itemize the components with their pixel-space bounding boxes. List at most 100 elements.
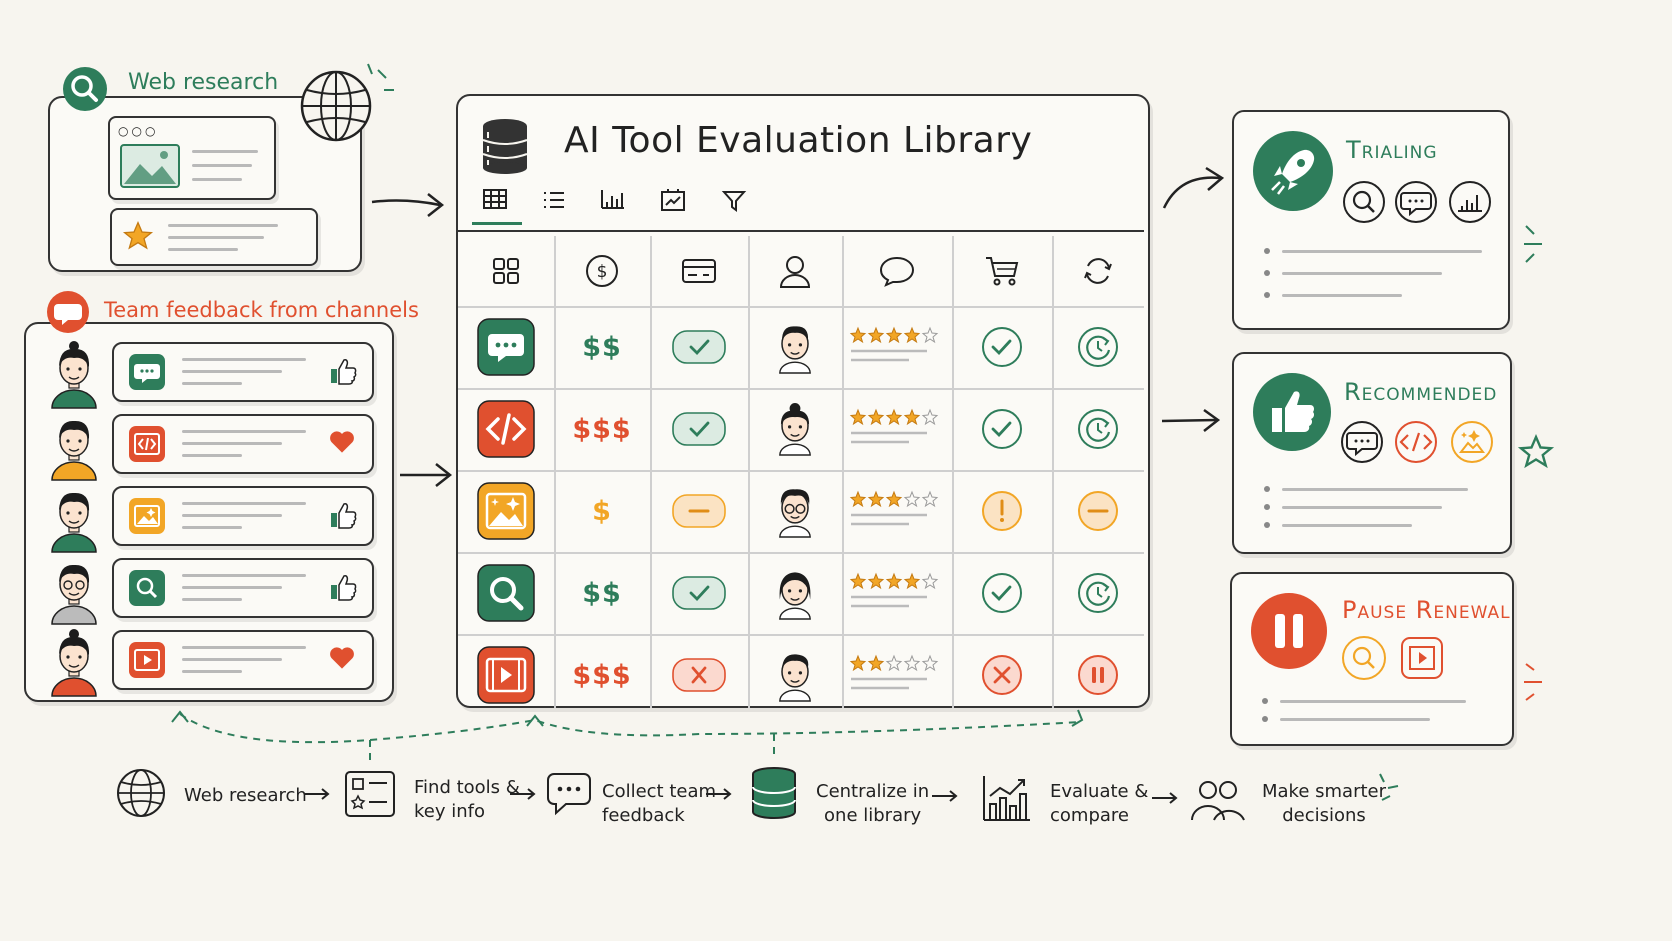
trialing-notes bbox=[1264, 248, 1484, 308]
table-view-tab[interactable] bbox=[482, 188, 516, 214]
star-icon bbox=[122, 220, 154, 256]
chat-icon[interactable] bbox=[458, 306, 554, 388]
feedback-message[interactable] bbox=[112, 414, 374, 474]
table-row-rule bbox=[458, 470, 1144, 472]
price-tier: $ bbox=[592, 495, 612, 527]
price-cell: $ bbox=[554, 470, 650, 552]
library-table: $$$$$$$$$$$$ bbox=[458, 230, 1144, 708]
svg-text:$: $ bbox=[597, 262, 608, 282]
price-cell: $$$ bbox=[554, 634, 650, 716]
column-header-refresh-icon[interactable] bbox=[1052, 236, 1144, 306]
reviewer-avatar bbox=[46, 628, 102, 700]
flow-step-centralize: Centralize in one library bbox=[816, 781, 930, 826]
owner-avatar bbox=[748, 552, 842, 634]
column-header-comment-icon[interactable] bbox=[842, 236, 952, 306]
alert-accent bbox=[1520, 660, 1550, 708]
chart-view-tab[interactable] bbox=[600, 188, 626, 214]
rating-stars bbox=[842, 634, 952, 716]
feedback-message[interactable] bbox=[112, 630, 374, 690]
license-status-minus[interactable] bbox=[650, 470, 748, 552]
sparkle-accent bbox=[1520, 222, 1550, 272]
thumbs-up-icon bbox=[328, 356, 358, 390]
purchase-status-check-icon[interactable] bbox=[952, 388, 1052, 470]
library-title: AI Tool Evaluation Library bbox=[564, 120, 1033, 161]
price-cell: $$ bbox=[554, 306, 650, 388]
table-row-rule bbox=[458, 552, 1144, 554]
price-tier: $$$ bbox=[572, 413, 632, 445]
flow-globe-icon bbox=[116, 768, 166, 822]
table-top-rule bbox=[458, 230, 1144, 232]
team-feedback-title: Team feedback from channels bbox=[100, 298, 423, 322]
renewal-status-renew-icon[interactable] bbox=[1052, 388, 1144, 470]
pause-icon bbox=[1250, 592, 1328, 674]
window-dots: ○○○ bbox=[118, 124, 159, 138]
code-icon bbox=[128, 426, 166, 466]
flow-arrow-2 bbox=[508, 786, 538, 806]
video-icon bbox=[128, 642, 166, 682]
flow-database-icon bbox=[750, 766, 798, 824]
price-cell: $$ bbox=[554, 552, 650, 634]
database-icon bbox=[480, 118, 530, 178]
license-status-cross[interactable] bbox=[650, 634, 748, 716]
owner-avatar bbox=[748, 306, 842, 388]
pause-renewal-card[interactable]: Pause Renewal bbox=[1230, 572, 1514, 746]
feedback-loop-path bbox=[170, 709, 1100, 784]
arrow-library-to-trialing bbox=[1160, 160, 1230, 219]
reviewer-avatar bbox=[46, 556, 102, 628]
recommended-title: Recommended bbox=[1344, 378, 1498, 406]
license-status-check[interactable] bbox=[650, 388, 748, 470]
price-tier: $$ bbox=[582, 331, 622, 363]
purchase-status-check-icon[interactable] bbox=[952, 552, 1052, 634]
purchase-status-cross-icon[interactable] bbox=[952, 634, 1052, 716]
renewal-status-renew-icon[interactable] bbox=[1052, 552, 1144, 634]
search-icon[interactable] bbox=[458, 552, 554, 634]
recommended-card[interactable]: Recommended bbox=[1232, 352, 1512, 554]
owner-avatar bbox=[748, 470, 842, 552]
rating-stars bbox=[842, 306, 952, 388]
owner-avatar bbox=[748, 634, 842, 716]
table-col-rule bbox=[748, 236, 750, 708]
column-header-grid-icon[interactable] bbox=[458, 236, 554, 306]
license-status-check[interactable] bbox=[650, 552, 748, 634]
price-tier: $$ bbox=[582, 577, 622, 609]
video-icon[interactable] bbox=[458, 634, 554, 716]
board-view-tab[interactable] bbox=[660, 188, 686, 216]
renewal-status-minus-icon[interactable] bbox=[1052, 470, 1144, 552]
table-row-rule bbox=[458, 306, 1144, 308]
reviewer-avatar bbox=[46, 412, 102, 484]
flow-arrow-4 bbox=[930, 788, 960, 808]
image-gen-icon[interactable] bbox=[458, 470, 554, 552]
price-tier: $$$ bbox=[572, 659, 632, 691]
library-panel bbox=[456, 94, 1150, 708]
arrow-feedback-to-library bbox=[398, 460, 458, 494]
active-tab-underline bbox=[472, 222, 522, 225]
column-header-card-icon[interactable] bbox=[650, 236, 748, 306]
recommended-tool-icons bbox=[1340, 418, 1496, 470]
column-header-dollar-icon[interactable]: $ bbox=[554, 236, 650, 306]
feedback-message[interactable] bbox=[112, 342, 374, 402]
renewal-status-pause-icon[interactable] bbox=[1052, 634, 1144, 716]
flow-step-decisions: Make smarter decisions bbox=[1262, 781, 1387, 826]
column-header-person-icon[interactable] bbox=[748, 236, 842, 306]
filter-tab[interactable] bbox=[721, 190, 747, 216]
list-view-tab[interactable] bbox=[542, 190, 566, 214]
code-icon[interactable] bbox=[458, 388, 554, 470]
trialing-card[interactable]: Trialing bbox=[1232, 110, 1510, 330]
heart-icon bbox=[328, 644, 356, 674]
renewal-status-renew-icon[interactable] bbox=[1052, 306, 1144, 388]
starred-result-card bbox=[110, 208, 318, 266]
flow-step-collect-feedback: Collect team feedback bbox=[602, 781, 717, 826]
license-status-check[interactable] bbox=[650, 306, 748, 388]
price-cell: $$$ bbox=[554, 388, 650, 470]
flow-sparkle-accent bbox=[1376, 770, 1402, 810]
flow-step-web-research: Web research bbox=[184, 785, 307, 806]
purchase-status-check-icon[interactable] bbox=[952, 306, 1052, 388]
search-icon bbox=[62, 66, 108, 116]
feedback-message[interactable] bbox=[112, 486, 374, 546]
table-col-rule bbox=[842, 236, 844, 708]
column-header-cart-icon[interactable] bbox=[952, 236, 1052, 306]
thumbs-up-icon bbox=[328, 572, 358, 606]
reviewer-avatar bbox=[46, 484, 102, 556]
feedback-message[interactable] bbox=[112, 558, 374, 618]
purchase-status-alert-icon[interactable] bbox=[952, 470, 1052, 552]
